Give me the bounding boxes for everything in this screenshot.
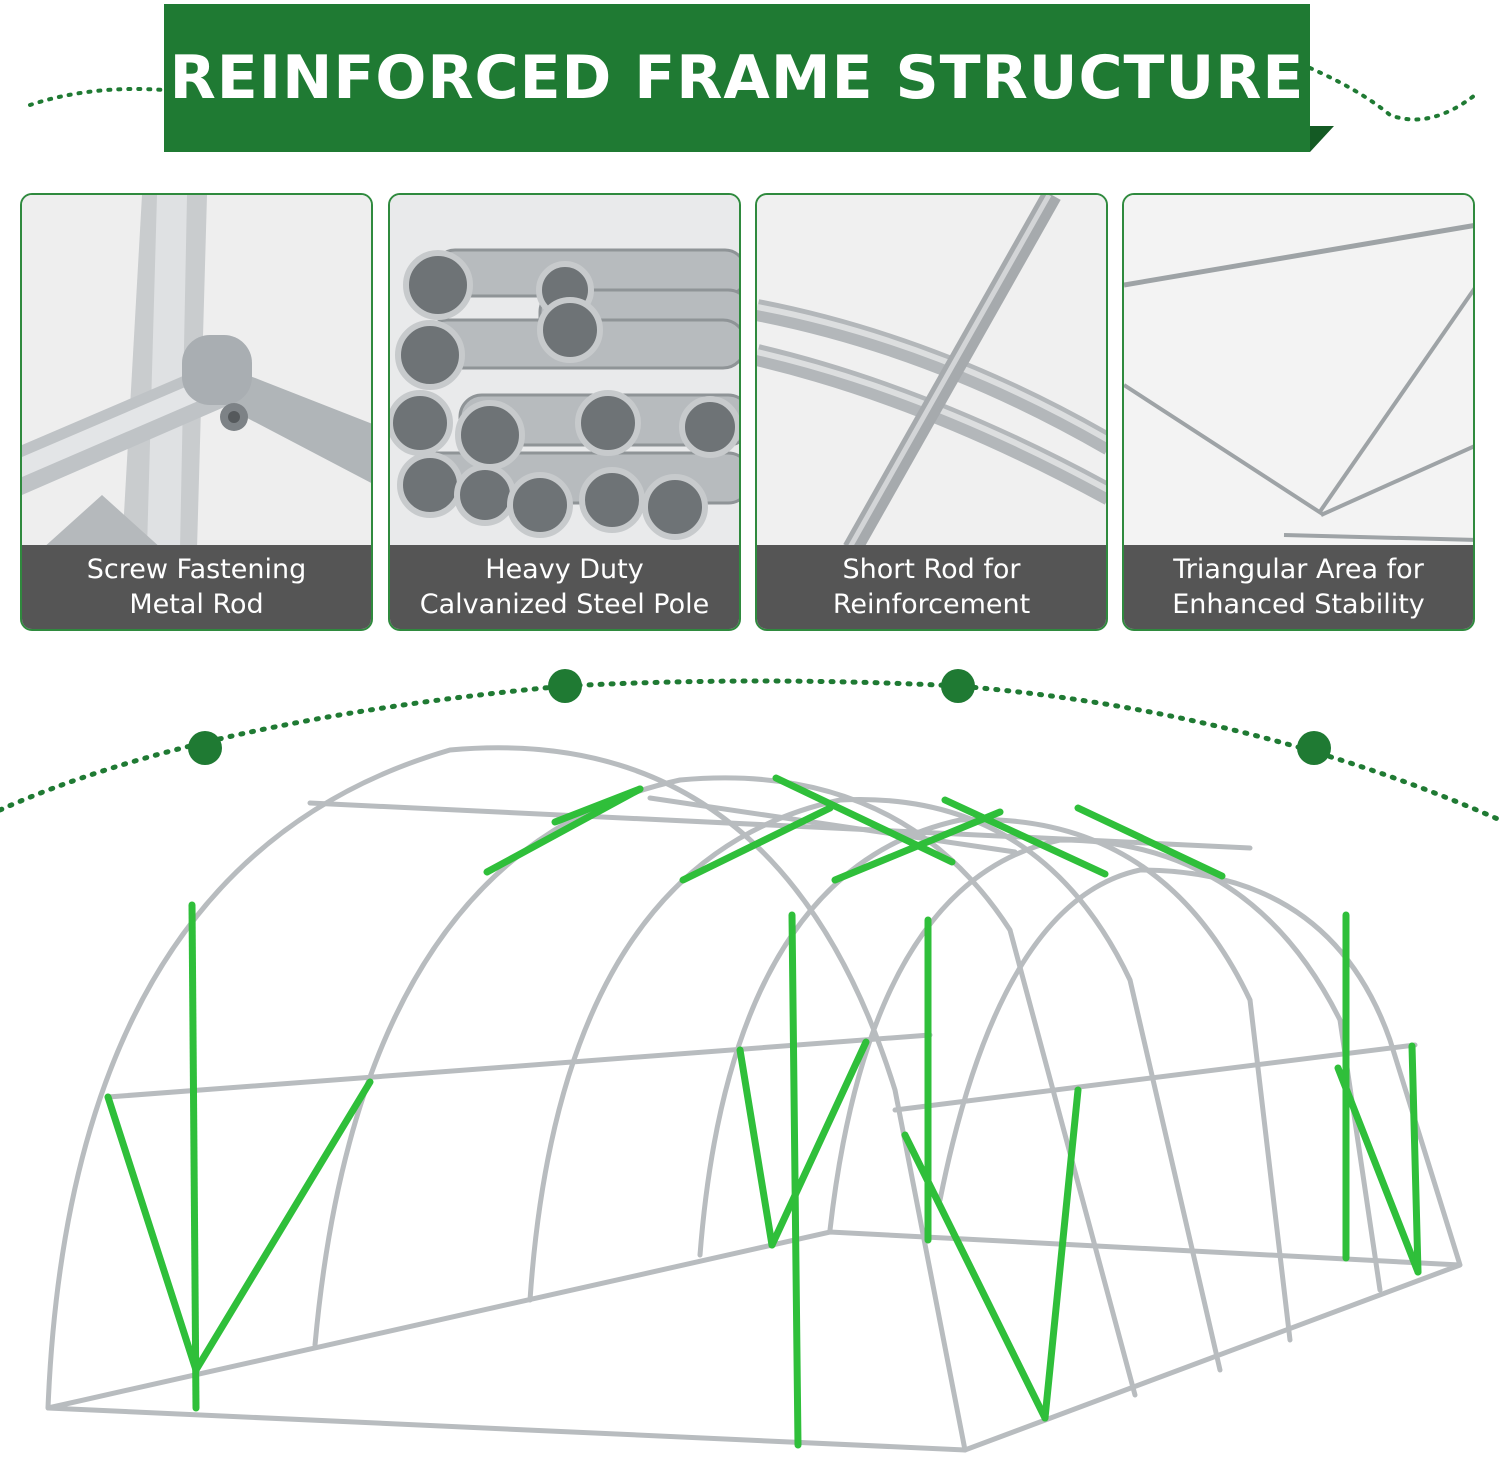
dot-marker (188, 731, 222, 765)
screw-joint-photo-icon (22, 195, 371, 549)
greenhouse-frame-illustration (45, 745, 1463, 1453)
banner-fold (1310, 126, 1334, 152)
short-rod-photo-icon (757, 195, 1106, 549)
feature-caption: Triangular Area for Enhanced Stability (1124, 545, 1473, 629)
caption-line1: Heavy Duty (485, 554, 644, 585)
dot-marker (1297, 731, 1331, 765)
triangle-brace-photo-icon (1124, 195, 1473, 549)
title-banner: REINFORCED FRAME STRUCTURE (164, 4, 1310, 152)
feature-caption: Short Rod for Reinforcement (757, 545, 1106, 629)
feature-card-short-rod: Short Rod for Reinforcement (755, 193, 1108, 631)
feature-card-pole: Heavy Duty Calvanized Steel Pole (388, 193, 741, 631)
dot-marker (548, 669, 582, 703)
caption-line2: Enhanced Stability (1172, 589, 1425, 620)
page-title: REINFORCED FRAME STRUCTURE (169, 43, 1305, 113)
caption-line1: Triangular Area for (1173, 554, 1424, 585)
caption-line1: Short Rod for (842, 554, 1021, 585)
feature-caption: Heavy Duty Calvanized Steel Pole (390, 545, 739, 629)
feature-card-triangle: Triangular Area for Enhanced Stability (1122, 193, 1475, 631)
steel-pipes-photo-icon (390, 195, 739, 549)
caption-line2: Metal Rod (129, 589, 264, 620)
feature-card-screw: Screw Fastening Metal Rod (20, 193, 373, 631)
caption-line2: Calvanized Steel Pole (419, 589, 710, 620)
caption-line2: Reinforcement (832, 589, 1031, 620)
dot-marker (941, 669, 975, 703)
feature-caption: Screw Fastening Metal Rod (22, 545, 371, 629)
caption-line1: Screw Fastening (86, 554, 307, 585)
